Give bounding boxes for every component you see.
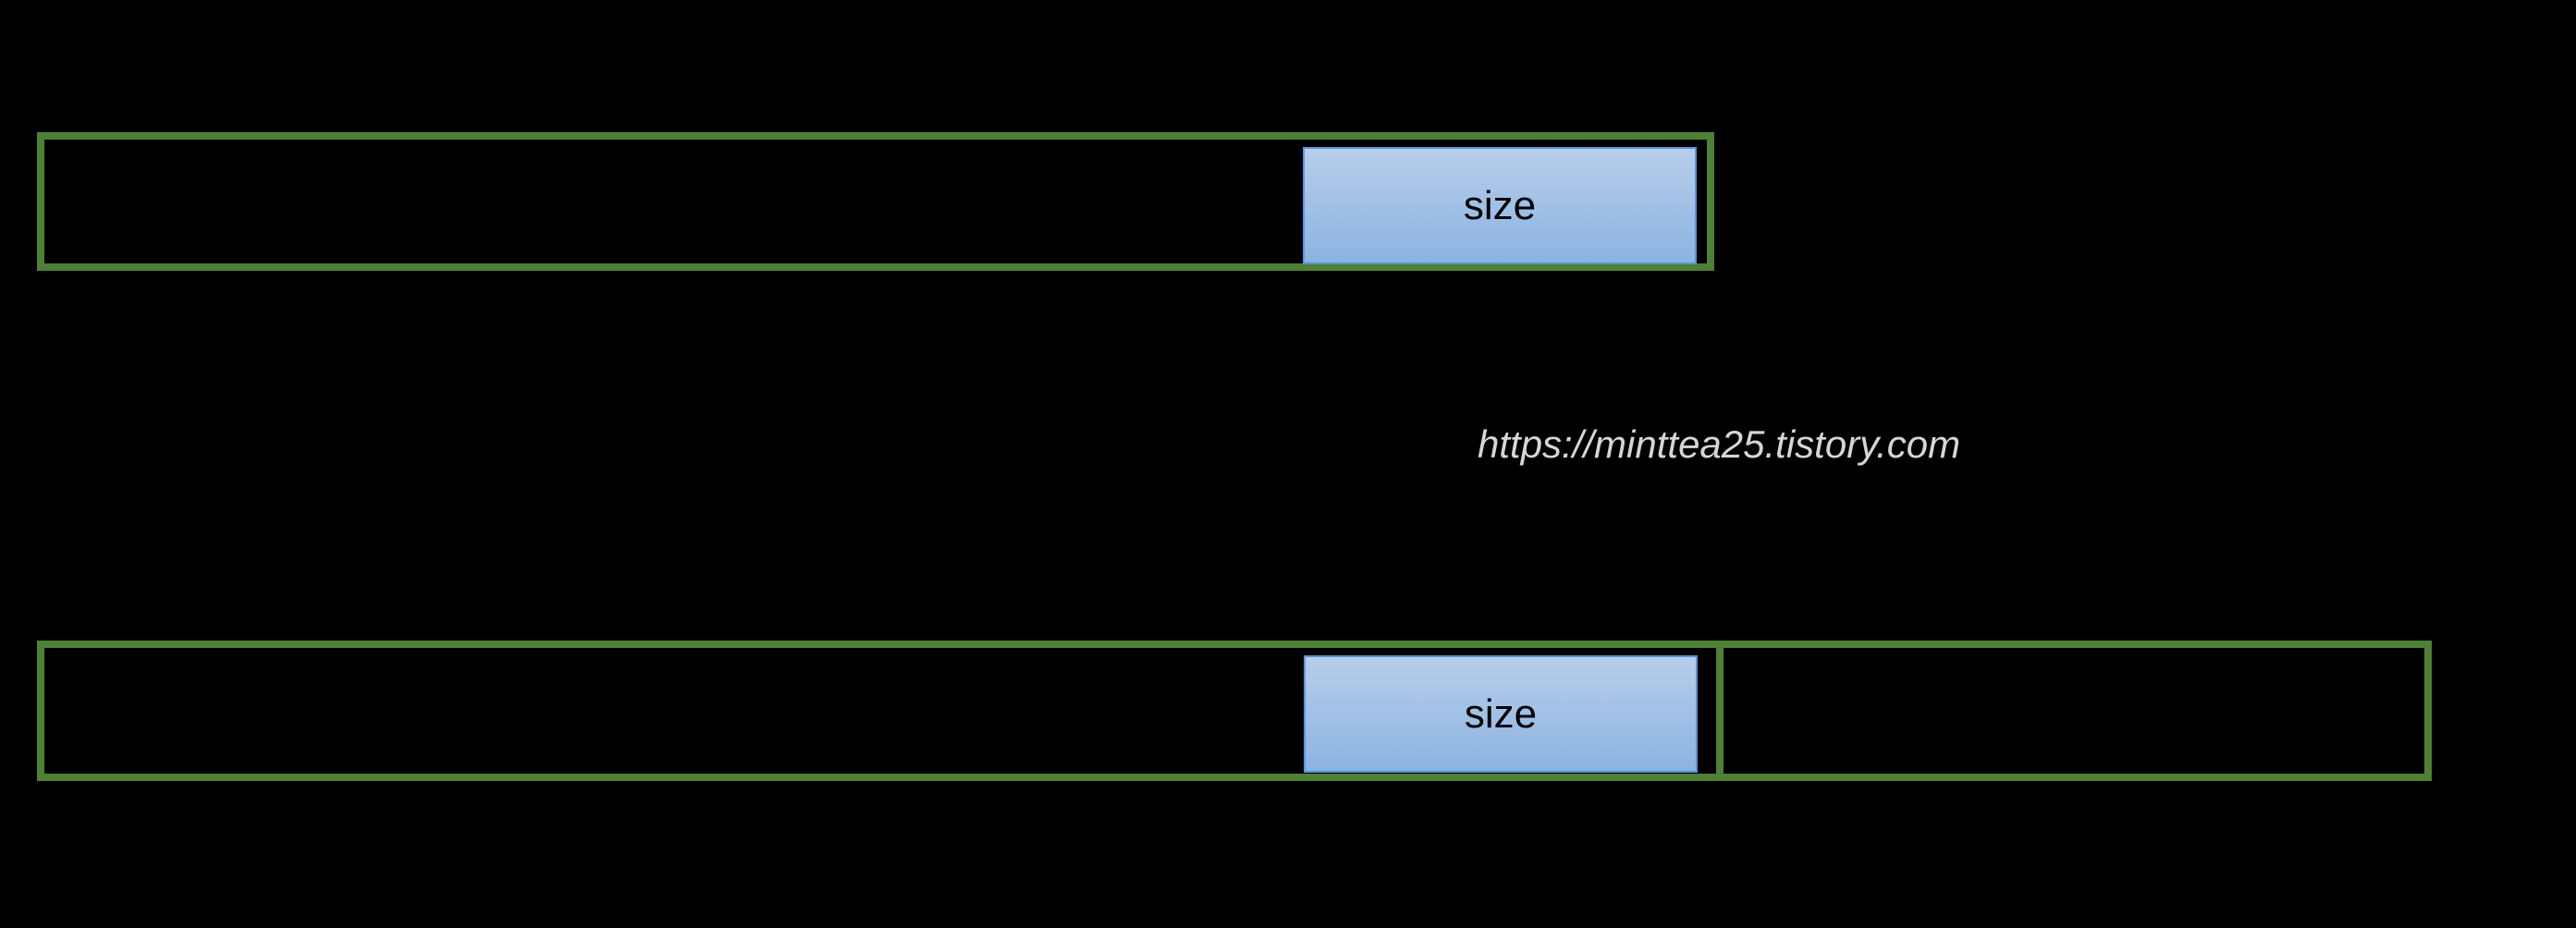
bar-section-divider [1716, 641, 1723, 781]
size-block-bottom-label: size [1464, 690, 1538, 737]
watermark-url: https://minttea25.tistory.com [1478, 422, 1961, 466]
memory-bar-bottom [37, 641, 2432, 781]
size-block-top: size [1303, 147, 1697, 264]
size-block-top-label: size [1463, 182, 1537, 228]
size-block-bottom: size [1304, 655, 1698, 773]
